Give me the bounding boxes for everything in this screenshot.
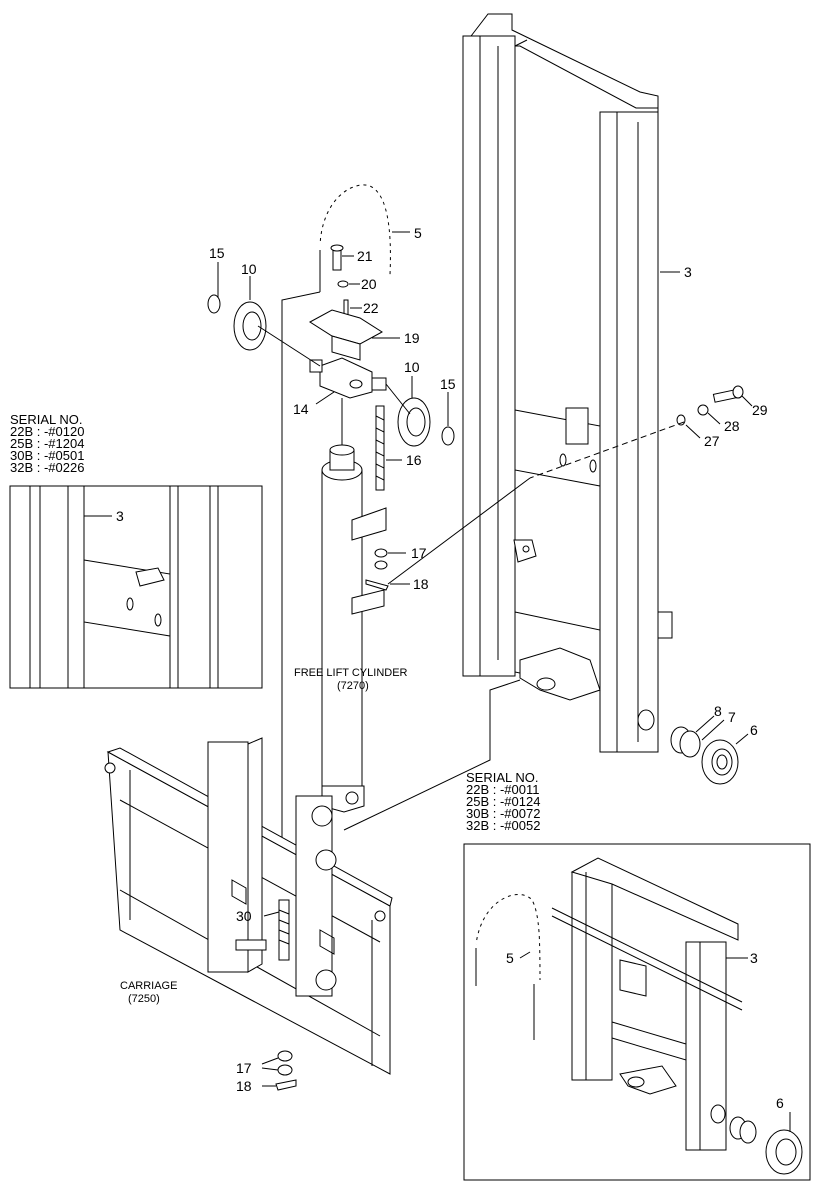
callout-17-mid: 17 [411, 545, 427, 561]
chain-anchor-bolt [330, 244, 349, 323]
callout-18-low: 18 [236, 1078, 252, 1094]
callout-3: 3 [684, 264, 692, 280]
free-lift-cylinder-caption: FREE LIFT CYLINDER [294, 667, 408, 679]
callout-19: 19 [404, 330, 420, 346]
inset-left [9, 485, 263, 689]
serial-right-line: 22B : -#0011 [466, 782, 539, 797]
serial-right-line: 30B : -#0072 [466, 806, 540, 821]
callout-28: 28 [724, 418, 740, 434]
callouts: 5 3 15 10 21 20 22 19 14 10 15 16 17 18 … [116, 225, 784, 1111]
callout-15-right: 15 [440, 376, 456, 392]
serial-left-line: 25B : -#1204 [10, 436, 84, 451]
callout-30: 30 [236, 908, 252, 924]
callout-15-left: 15 [209, 245, 225, 261]
chain-anchor-bolt-30 [278, 899, 290, 961]
serial-left-line: 30B : -#0501 [10, 448, 84, 463]
bolt-29 [712, 385, 744, 403]
serial-right-line: 32B : -#0052 [466, 818, 540, 833]
callout-5: 5 [414, 225, 422, 241]
callout-29: 29 [752, 402, 768, 418]
callout-6-inset: 6 [776, 1095, 784, 1111]
callout-5-inset: 5 [506, 950, 514, 966]
lift-chain [318, 183, 393, 292]
serial-left-line: 32B : -#0226 [10, 460, 84, 475]
callout-27: 27 [704, 433, 720, 449]
callout-3-inset-right: 3 [750, 950, 758, 966]
free-lift-cylinder-code: (7270) [337, 680, 369, 692]
callout-7: 7 [728, 709, 736, 725]
load-roller [701, 739, 739, 785]
callout-16: 16 [406, 452, 422, 468]
callout-14: 14 [293, 401, 309, 417]
callout-17-low: 17 [236, 1060, 252, 1076]
leader-lines [84, 231, 753, 1087]
callout-21: 21 [357, 248, 373, 264]
sheave-shaft-block [309, 357, 387, 399]
callout-10-right: 10 [404, 359, 420, 375]
inset-right [463, 843, 811, 1181]
callout-20: 20 [361, 276, 377, 292]
chain-bracket [309, 309, 383, 361]
serial-left-line: 22B : -#0120 [10, 424, 84, 439]
serial-right-line: 25B : -#0124 [466, 794, 540, 809]
serial-left-title: SERIAL NO. [10, 412, 82, 427]
callout-22: 22 [363, 300, 379, 316]
sheave-left [207, 294, 267, 351]
callout-10-left: 10 [241, 261, 257, 277]
outer-mast [462, 13, 673, 753]
carriage [104, 737, 393, 1075]
callout-8: 8 [714, 703, 722, 719]
serial-note-right: SERIAL NO. 22B : -#0011 25B : -#0124 30B… [466, 770, 540, 833]
serial-note-left: SERIAL NO. 22B : -#0120 25B : -#1204 30B… [10, 412, 84, 475]
carriage-caption: CARRIAGE [120, 980, 177, 992]
callout-3-inset-left: 3 [116, 508, 124, 524]
free-lift-cylinder [321, 444, 387, 813]
carriage-code: (7250) [128, 993, 160, 1005]
callout-18-mid: 18 [413, 576, 429, 592]
anchor-rod [375, 405, 385, 491]
callout-6: 6 [750, 722, 758, 738]
serial-right-title: SERIAL NO. [466, 770, 538, 785]
sheave-right [397, 397, 455, 447]
